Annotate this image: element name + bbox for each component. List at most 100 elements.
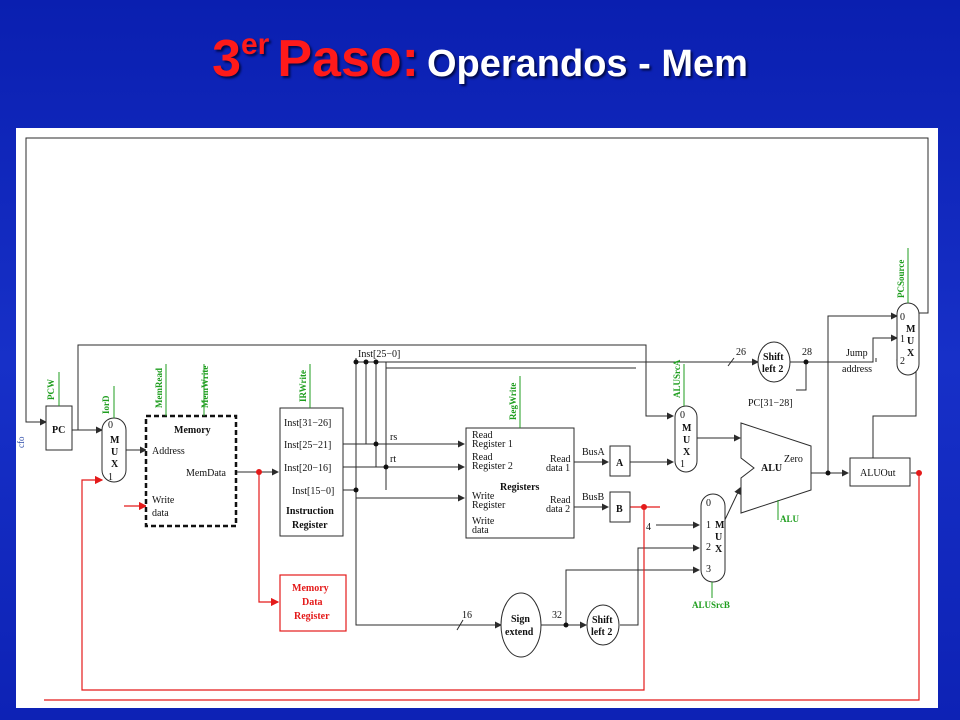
iord-mux-in1: 1 (108, 472, 113, 483)
pc-register (45, 405, 73, 451)
title-ordinal: 3 (212, 30, 241, 88)
jump-label: Jump (846, 348, 868, 359)
ctl-alusrcb: ALUSrcB (692, 600, 730, 610)
alusrca-u: U (683, 435, 690, 446)
width-28: 28 (802, 347, 812, 358)
alusrca-x: X (683, 447, 691, 458)
multicycle-datapath-diagram: PC 0 M U X 1 Memory Address MemData Writ… (16, 137, 929, 701)
ctl-memread: MemRead (154, 368, 164, 408)
ctl-pcsource: PCSource (896, 260, 906, 298)
reg-wd-a: Write (472, 516, 495, 527)
memory-memdata: MemData (186, 468, 227, 479)
ctl-memwrite: MemWrite (200, 366, 210, 408)
busb-label: BusB (582, 492, 605, 503)
alusrcb-in1: 1 (706, 520, 711, 531)
sign-extend (500, 592, 542, 658)
reg-rd1-b: data 1 (546, 463, 570, 474)
alusrcb-m: M (715, 520, 725, 531)
aluout-register (849, 457, 911, 487)
alusrca-mux (674, 405, 698, 473)
alusrca-m: M (682, 423, 692, 434)
rs-label: rs (390, 432, 397, 443)
memory-address: Address (152, 446, 185, 457)
ctl-irwrite: IRWrite (298, 370, 308, 402)
aluout-label: ALUOut (860, 468, 896, 479)
ctl-iord: IorD (101, 395, 111, 414)
iord-mux-in0: 0 (108, 420, 113, 431)
shift-bottom-1: Shift (592, 615, 613, 626)
reg-rd1-a: Read (550, 454, 571, 465)
alusrcb-in3: 3 (706, 564, 711, 575)
memory-data: data (152, 508, 169, 519)
title-superscript: er (241, 28, 270, 61)
reg-write-b: Register (472, 500, 506, 511)
sign-extend-1: Sign (511, 614, 530, 625)
register-file (465, 427, 575, 539)
alusrcb-mux (700, 493, 726, 583)
alu-unit (740, 422, 812, 514)
register-b (609, 491, 631, 523)
mdr-2: Data (302, 597, 323, 608)
mdr-3: Register (294, 611, 330, 622)
ctl-alusrca: ALUSrcA (672, 359, 682, 398)
alu-label: ALU (761, 463, 782, 474)
pcsource-in2: 2 (900, 356, 905, 367)
memory-unit (144, 414, 238, 528)
ir-field-15-0: Inst[15−0] (292, 486, 334, 497)
pcsource-in0: 0 (900, 312, 905, 323)
iord-mux-label-x: X (111, 459, 119, 470)
shift-top-1: Shift (763, 352, 784, 363)
left-edge-text: cfo (16, 436, 26, 448)
reg-read1-a: Read (472, 430, 493, 441)
reg-rd2-a: Read (550, 495, 571, 506)
registers-title: Registers (500, 482, 540, 493)
ir-title-2: Register (292, 520, 328, 531)
constant-four: 4 (646, 522, 651, 533)
iord-mux-label: M (110, 435, 120, 446)
title-subtitle: Operandos - Mem (426, 43, 748, 85)
alu-zero: Zero (784, 454, 803, 465)
pcsource-m: M (906, 324, 916, 335)
title-main: Paso: (277, 30, 419, 88)
register-a-label: A (616, 458, 624, 469)
ctl-alu: ALU (780, 514, 800, 524)
reg-read2-a: Read (472, 452, 493, 463)
datapath-panel: PC 0 M U X 1 Memory Address MemData Writ… (16, 128, 938, 708)
pcsource-x: X (907, 348, 915, 359)
shift-bottom-2: left 2 (591, 627, 612, 638)
ir-field-25-21: Inst[25−21] (284, 440, 331, 451)
alusrcb-u: U (715, 532, 722, 543)
memory-write: Write (152, 495, 175, 506)
alusrca-in0: 0 (680, 410, 685, 421)
pcsource-in1: 1 (900, 334, 905, 345)
red-junction-dots (256, 469, 922, 510)
ir-field-20-16: Inst[20−16] (284, 463, 331, 474)
shift-left-bottom (586, 604, 620, 646)
iord-mux-label-u: U (111, 447, 118, 458)
alusrcb-x: X (715, 544, 723, 555)
register-b-label: B (616, 504, 623, 515)
ctl-regwrite: RegWrite (508, 383, 518, 420)
shift-top-2: left 2 (762, 364, 783, 375)
memory-data-register (279, 574, 347, 632)
reg-read1-b: Register 1 (472, 439, 513, 450)
alusrca-in1: 1 (680, 459, 685, 470)
sign-extend-2: extend (505, 627, 534, 638)
mdr-1: Memory (292, 583, 329, 594)
alusrcb-in0: 0 (706, 498, 711, 509)
memory-title: Memory (174, 425, 211, 436)
alusrcb-in2: 2 (706, 542, 711, 553)
junction-dots (353, 359, 831, 628)
reg-rd2-b: data 2 (546, 504, 570, 515)
control-lines (58, 248, 909, 598)
width-32: 32 (552, 610, 562, 621)
instruction-register (279, 407, 344, 537)
reg-write-a: Write (472, 491, 495, 502)
reg-read2-b: Register 2 (472, 461, 513, 472)
pcsource-u: U (907, 336, 914, 347)
busa-label: BusA (582, 447, 606, 458)
address-label: address (842, 364, 872, 375)
pc-label: PC (52, 425, 65, 436)
ctl-pcw: PCW (46, 379, 56, 400)
